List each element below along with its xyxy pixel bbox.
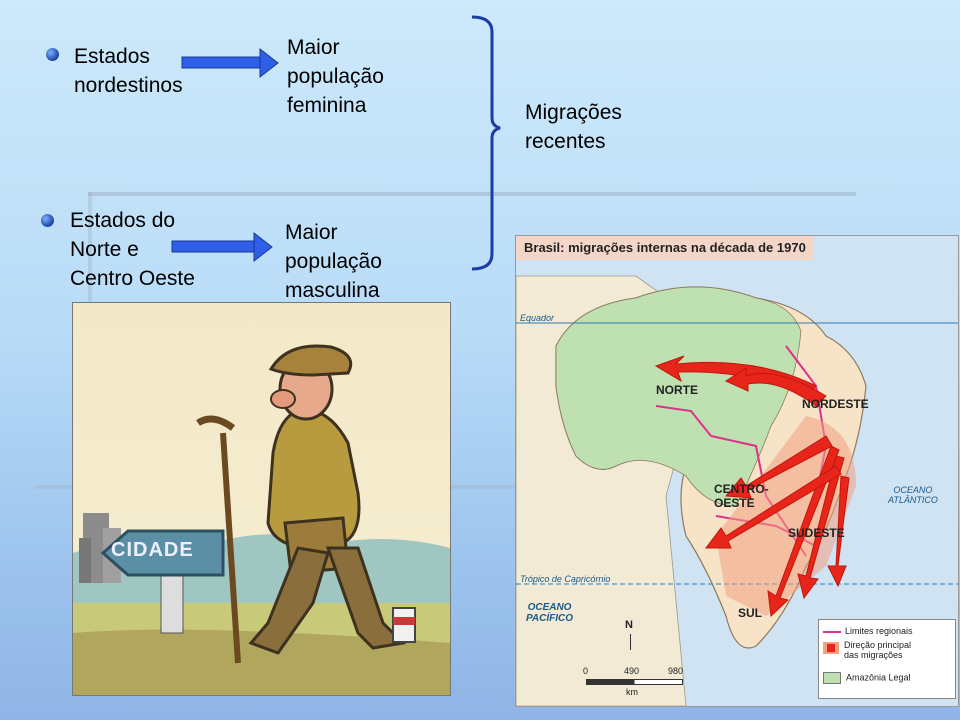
region-norte: NORTE [656,383,698,397]
map-legend: Limites regionais Direção principal das … [818,619,956,699]
scale-980: 980 [668,666,684,676]
north-arrow-icon: N [625,619,633,631]
legend-direction: Direção principal das migrações [823,640,911,660]
feminina-result: Maior população feminina [287,36,384,117]
arrow-right-icon [181,47,279,79]
migrant-cartoon-image: CIDADE [72,302,451,696]
limits-swatch [823,630,841,633]
migracoes-recentes-label: Migrações recentes [525,101,622,153]
bullet-icon [46,48,59,61]
legend-limits-label: Limites regionais [845,626,913,636]
map-title: Brasil: migrações internas na década de … [516,236,814,260]
equator-label: Equador [520,313,555,323]
cidade-sign-text: CIDADE [111,539,194,561]
pacific-ocean-label: OCEANO PACÍFICO [526,602,574,624]
bullet-icon [41,214,54,227]
atlantic-ocean-label: OCEANO ATLÂNTICO [888,485,938,505]
scale-490: 490 [624,666,640,676]
norte-centro-oeste-label: Estados do Norte e Centro Oeste [70,209,195,290]
region-centro-oeste: CENTRO- OESTE [714,482,769,510]
divider-line-vertical [88,192,92,312]
legend-amazonia-label: Amazônia Legal [846,672,911,683]
nordestinos-label: Estados nordestinos [74,45,183,97]
migration-arrow-swatch [823,642,839,654]
region-sudeste: SUDESTE [788,526,845,540]
scale-unit: km [626,687,638,697]
map-graphic [516,236,958,706]
curly-brace-icon [471,15,501,271]
scale-0: 0 [583,666,589,676]
north-arrow-line [630,634,631,650]
cartoon-illustration [73,303,450,695]
region-nordeste: NORDESTE [802,397,869,411]
tropic-label: Trópico de Capricórnio [520,574,611,584]
legend-direction-label: Direção principal das migrações [844,640,912,660]
divider-line [88,192,856,196]
scale-bar [586,679,683,685]
amazonia-swatch [823,672,841,684]
legend-amazonia: Amazônia Legal [823,672,911,684]
masculina-result: Maior população masculina [285,221,382,302]
legend-limits: Limites regionais [823,626,913,636]
arrow-right-icon [171,231,273,263]
region-sul: SUL [738,606,762,620]
migration-map: Brasil: migrações internas na década de … [515,235,959,707]
